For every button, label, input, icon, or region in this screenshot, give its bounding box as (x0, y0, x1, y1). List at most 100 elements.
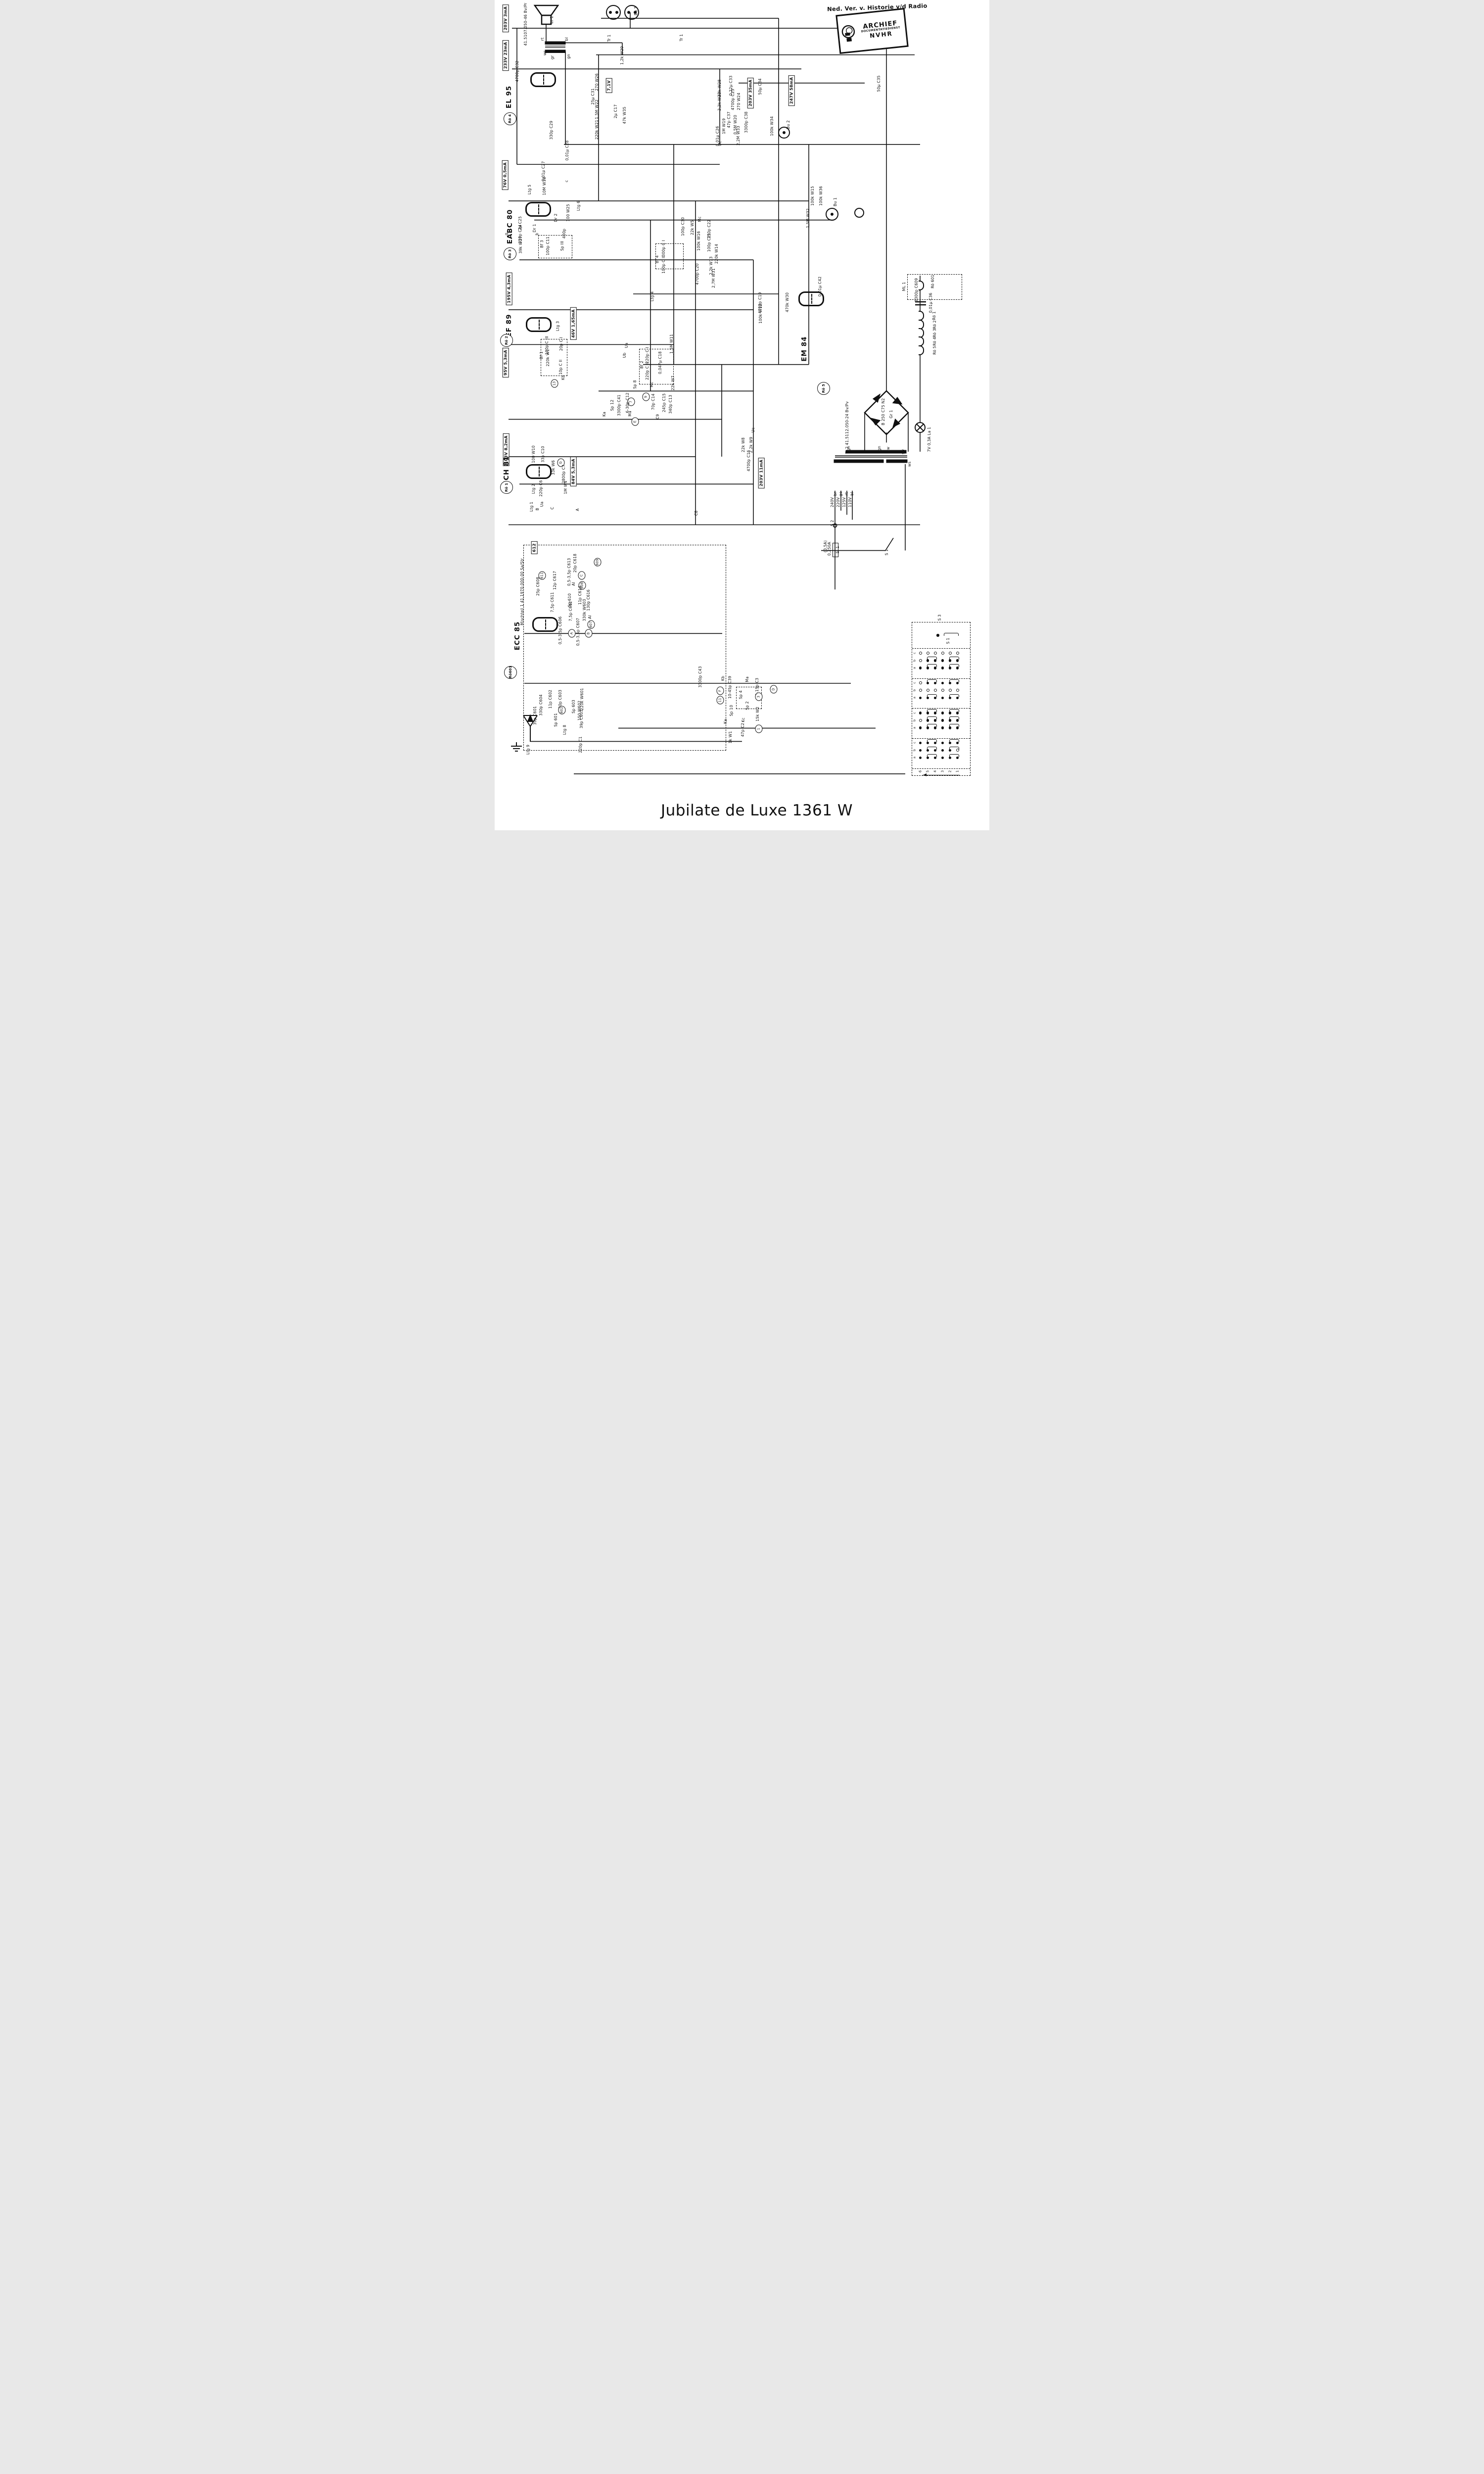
contact-dot (917, 741, 924, 745)
antenna-symbol (523, 714, 538, 742)
contact-dot (931, 659, 939, 662)
component-label: Kc (741, 717, 746, 722)
component-label: Lt 1 (550, 16, 555, 24)
component-label: 220p C6 (539, 480, 544, 497)
component-label: 240V (830, 497, 835, 508)
contact-dot (917, 718, 924, 722)
contact-bridge (949, 724, 959, 727)
component-label: Rö 1 (932, 311, 937, 320)
bank-row-letter: b (912, 719, 917, 721)
component-label: Ub (622, 352, 627, 358)
component-label: 3300p C41 (617, 394, 622, 416)
contact-bridge (927, 716, 937, 720)
contact-bridge (927, 709, 937, 713)
component-label: 300p C I (661, 240, 666, 257)
contact-dot (931, 756, 939, 760)
contact-dot (939, 726, 946, 729)
contact-dot (939, 689, 946, 692)
contact-bridge (949, 754, 959, 757)
contact-dot (917, 666, 924, 669)
wire (885, 537, 894, 551)
voltage-callout: 203V 11mA (758, 458, 765, 489)
component-label: 100k W34 (770, 116, 775, 137)
contact-dot (917, 756, 924, 760)
component-label: 100 W10 (531, 445, 536, 463)
component-label: Mc (697, 216, 702, 222)
contact-bridge (949, 664, 959, 667)
contact-bridge (949, 716, 959, 720)
component-label: Dr 1 (532, 224, 537, 233)
component-label: 100p C II (661, 256, 666, 274)
component-label: 130p C616 (586, 589, 591, 611)
contact-bridge (927, 746, 937, 750)
component-label: Bf 1 (539, 351, 544, 360)
tube-number-badge: Rö 2 (500, 333, 513, 347)
speaker-symbol (533, 4, 559, 25)
contact-bridge (944, 632, 959, 636)
contact-dot (939, 719, 946, 722)
alignment-mark: 9 (642, 392, 650, 401)
contact-dot (917, 651, 924, 655)
contact-dot (946, 719, 954, 722)
contact-dot (924, 666, 931, 669)
component-label: 100p C11 (546, 236, 551, 255)
component-label: 25p C608 (536, 576, 541, 596)
component-label: bl (850, 492, 855, 496)
component-label: Ltg 8 (562, 724, 567, 735)
contact-bridge (927, 739, 937, 742)
component-label: 41.5107.050-46 Bv/Pr (523, 2, 528, 46)
schematic-page: Ned. Ver. v. Historie v/d Radio ARCHIEF … (495, 0, 989, 830)
bank-row-letter: b (912, 659, 917, 662)
component-label: gn (877, 446, 882, 451)
bank-position-number: 4 (933, 770, 937, 772)
bank-row: b (912, 716, 970, 724)
component-label: Bf 4 (655, 255, 660, 263)
component-label: rt (844, 492, 849, 496)
component-label: 39k W17 (518, 236, 523, 254)
component-label: Ka (602, 412, 607, 417)
bank-row-letter: b (912, 689, 917, 692)
component-label: 400p (562, 228, 567, 238)
contact-bridge (949, 709, 959, 713)
contact-dot (924, 719, 931, 722)
component-label: B (535, 507, 540, 511)
voltage-callout: 7,1V (605, 78, 612, 93)
component-label: 7,5p C611 (550, 592, 555, 613)
component-label: Gr 1 (889, 410, 894, 419)
contact-dot (931, 741, 939, 745)
component-label: ge (838, 491, 843, 497)
tube-name-label: EM 84 (800, 336, 808, 362)
component-label: ws (907, 461, 912, 467)
component-label: 4700p C16 (746, 450, 751, 472)
tube-symbol-em-84 (798, 291, 824, 307)
component-label: c (564, 180, 569, 182)
component-label: Uc (718, 141, 723, 146)
bank-row-letter: b (912, 749, 917, 752)
component-label: Sp 8 (633, 380, 638, 389)
component-label: 1M W19 (722, 118, 727, 135)
component-label: 2,7M W31 (711, 268, 716, 288)
component-label: gn (846, 446, 851, 451)
component-label: Al (571, 581, 576, 586)
component-label: 100p C30 (681, 217, 686, 237)
component-label: Ltg 9 (526, 745, 531, 755)
contact-dot (924, 741, 931, 745)
component-label: Mischteil 1 41.1970.000-00 Sa/Str (520, 558, 525, 626)
component-label: 100k W16 (696, 231, 701, 251)
component-label: Kb (561, 375, 566, 381)
contact-dot (939, 749, 946, 752)
component-label: 4700p C23 (731, 89, 736, 111)
contact-bridge (927, 694, 937, 697)
component-label: Ua (624, 342, 629, 348)
component-label: S 1 (884, 549, 889, 556)
component-label: 10p C II (558, 359, 563, 375)
alignment-mark: F (716, 686, 724, 695)
component-label: 47k W35 (622, 106, 627, 124)
voltage-callout: 612 (531, 541, 538, 555)
voltage-callout: 84V 5,3mA (570, 457, 577, 486)
component-label: 1,5M W32 (806, 208, 811, 229)
bank-row-letter: c (912, 742, 917, 744)
contact-dot (917, 689, 924, 692)
